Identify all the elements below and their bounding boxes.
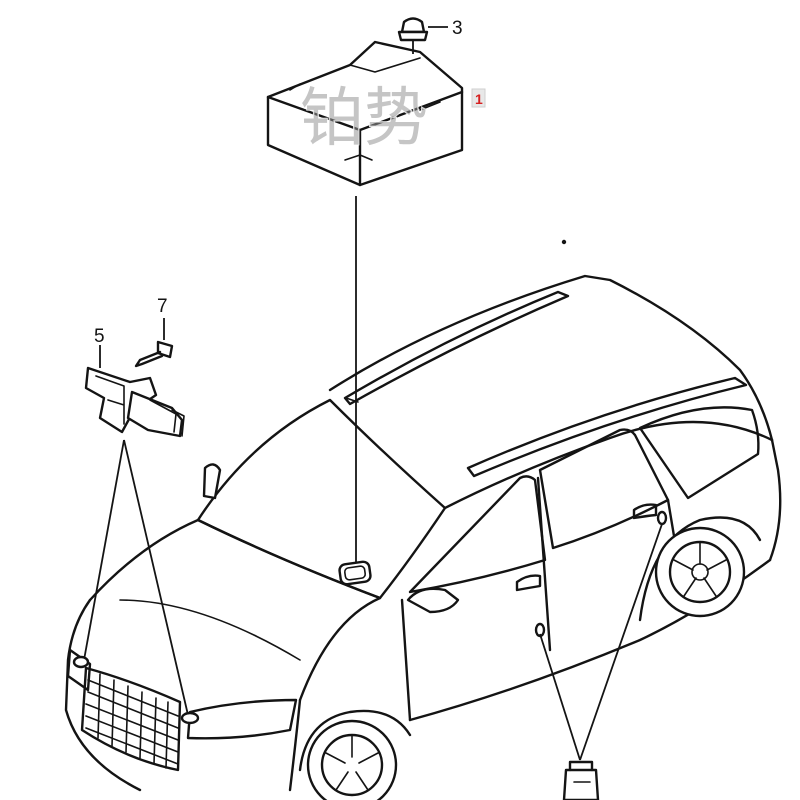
nut-part-3 xyxy=(397,17,448,54)
leader-bracket-right xyxy=(123,439,189,716)
car-body xyxy=(64,274,782,800)
marker-dot xyxy=(561,239,567,245)
sensor-bracket xyxy=(84,366,185,438)
callout-3: 3 xyxy=(452,18,463,39)
leader-sensor-right xyxy=(579,523,663,761)
callout-1-box xyxy=(471,88,486,108)
control-module xyxy=(266,40,464,187)
door-sensor-part xyxy=(562,760,600,800)
callout-7: 7 xyxy=(157,296,168,317)
bolt-part-7 xyxy=(134,318,174,368)
leader-sensor-left xyxy=(539,633,581,761)
rain-sensor-mount xyxy=(338,560,372,586)
watermark-text: 铂势 xyxy=(300,82,428,156)
callout-5: 5 xyxy=(94,326,105,347)
callout-1: 1 xyxy=(475,91,483,107)
leader-bracket-left xyxy=(83,439,125,661)
